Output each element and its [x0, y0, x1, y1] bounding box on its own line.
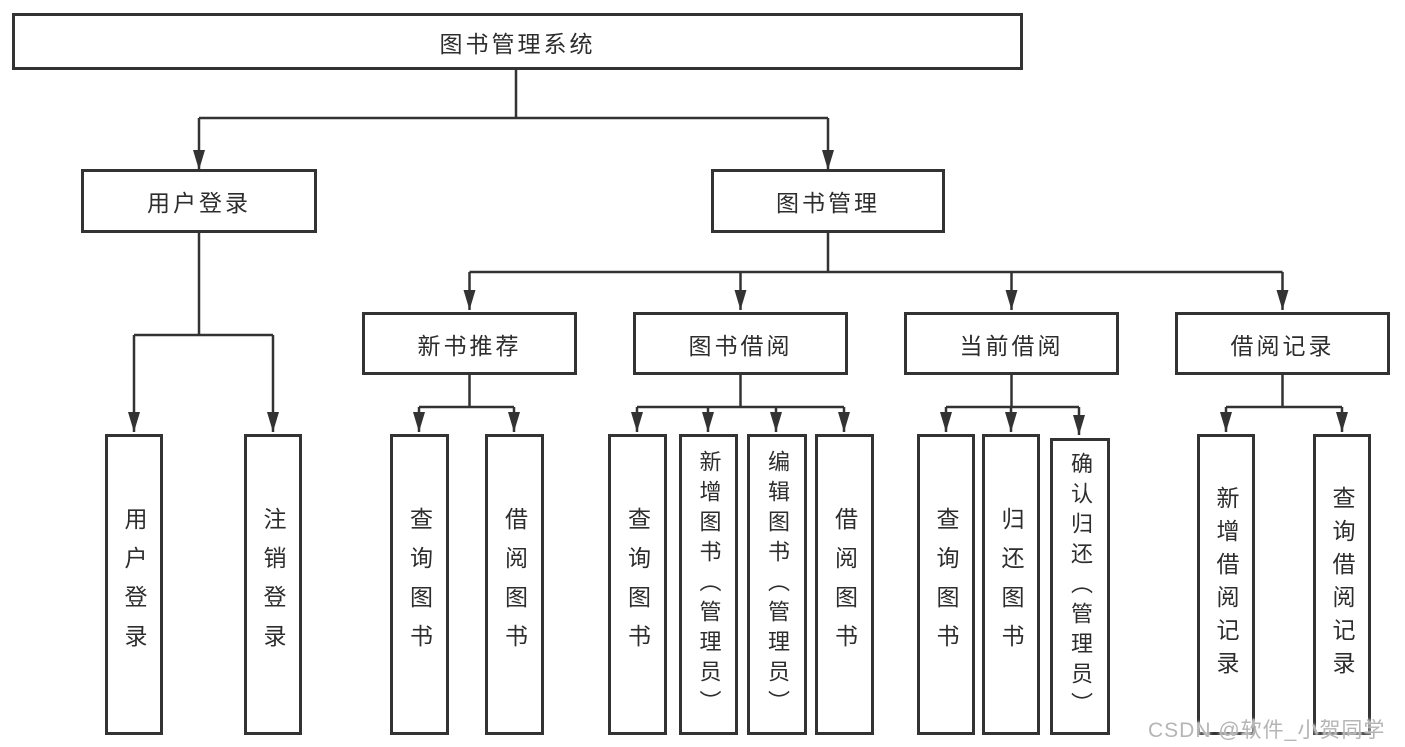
leaf-edit-books-admin: 编辑图书（管理员） [747, 434, 807, 735]
leaf-borrow-books-recommend: 借阅图书 [485, 434, 544, 735]
leaf-query-books-current: 查询图书 [917, 434, 975, 735]
node-new-book-recommendation: 新书推荐 [362, 312, 577, 375]
leaf-query-books-borrowing: 查询图书 [608, 434, 667, 735]
leaf-user-login: 用户登录 [105, 434, 163, 735]
node-user-login-module: 用户登录 [81, 169, 317, 233]
leaf-logout: 注销登录 [244, 434, 302, 735]
leaf-confirm-return-admin: 确认归还（管理员） [1050, 438, 1110, 735]
node-book-management-module: 图书管理 [711, 169, 945, 233]
leaf-query-borrow-record: 查询借阅记录 [1313, 434, 1371, 735]
leaf-add-books-admin: 新增图书（管理员） [679, 434, 738, 735]
leaf-borrow-books: 借阅图书 [815, 434, 874, 735]
csdn-watermark: CSDN @软件_小贺同学 [1148, 719, 1386, 742]
node-book-management-system: 图书管理系统 [12, 13, 1023, 70]
leaf-query-books-recommend: 查询图书 [390, 434, 449, 735]
leaf-return-books: 归还图书 [982, 434, 1040, 735]
node-book-borrowing: 图书借阅 [633, 312, 848, 375]
node-current-borrowing: 当前借阅 [904, 312, 1119, 375]
leaf-add-borrow-record: 新增借阅记录 [1197, 434, 1255, 735]
node-borrowing-records: 借阅记录 [1175, 312, 1390, 375]
